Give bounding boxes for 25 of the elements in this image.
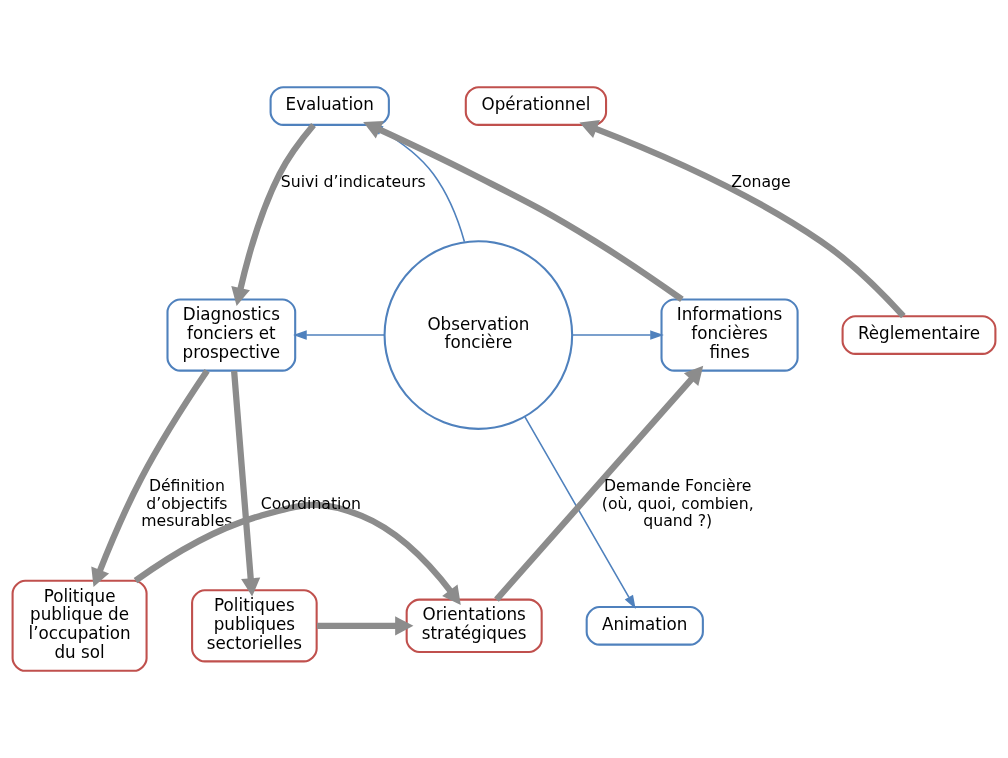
arrow bbox=[91, 369, 210, 587]
edge-label: Zonage bbox=[731, 171, 791, 191]
arrow bbox=[231, 370, 261, 597]
node-circle: Observation foncière bbox=[383, 240, 574, 430]
edge-label: Coordination bbox=[260, 493, 362, 513]
arrow bbox=[494, 365, 704, 602]
node-box: Opérationnel bbox=[464, 86, 608, 126]
node-box: Orientations stratégiques bbox=[405, 598, 543, 653]
node-box: Politique publique de l’occupation du sol bbox=[11, 579, 148, 672]
arrow bbox=[579, 120, 906, 319]
node-box: Informations foncières fines bbox=[660, 298, 799, 372]
node-box: Evaluation bbox=[269, 86, 390, 126]
edge-label: Suivi d’indicateurs bbox=[280, 171, 426, 191]
arrow bbox=[293, 330, 385, 340]
node-box: Politiques publiques sectorielles bbox=[191, 589, 318, 663]
arrow bbox=[133, 501, 461, 605]
arrow bbox=[317, 616, 414, 636]
edge-label: Demande Foncière (où, quoi, combien, quand ?) bbox=[601, 475, 754, 531]
node-box: Diagnostics fonciers et prospective bbox=[166, 298, 297, 372]
edge-label: Définition d’objectifs mesurables bbox=[141, 475, 233, 531]
node-box: Règlementaire bbox=[841, 315, 997, 355]
node-box: Animation bbox=[585, 605, 704, 646]
arrow bbox=[571, 330, 664, 340]
arrow bbox=[524, 416, 636, 609]
arrow bbox=[231, 122, 316, 306]
